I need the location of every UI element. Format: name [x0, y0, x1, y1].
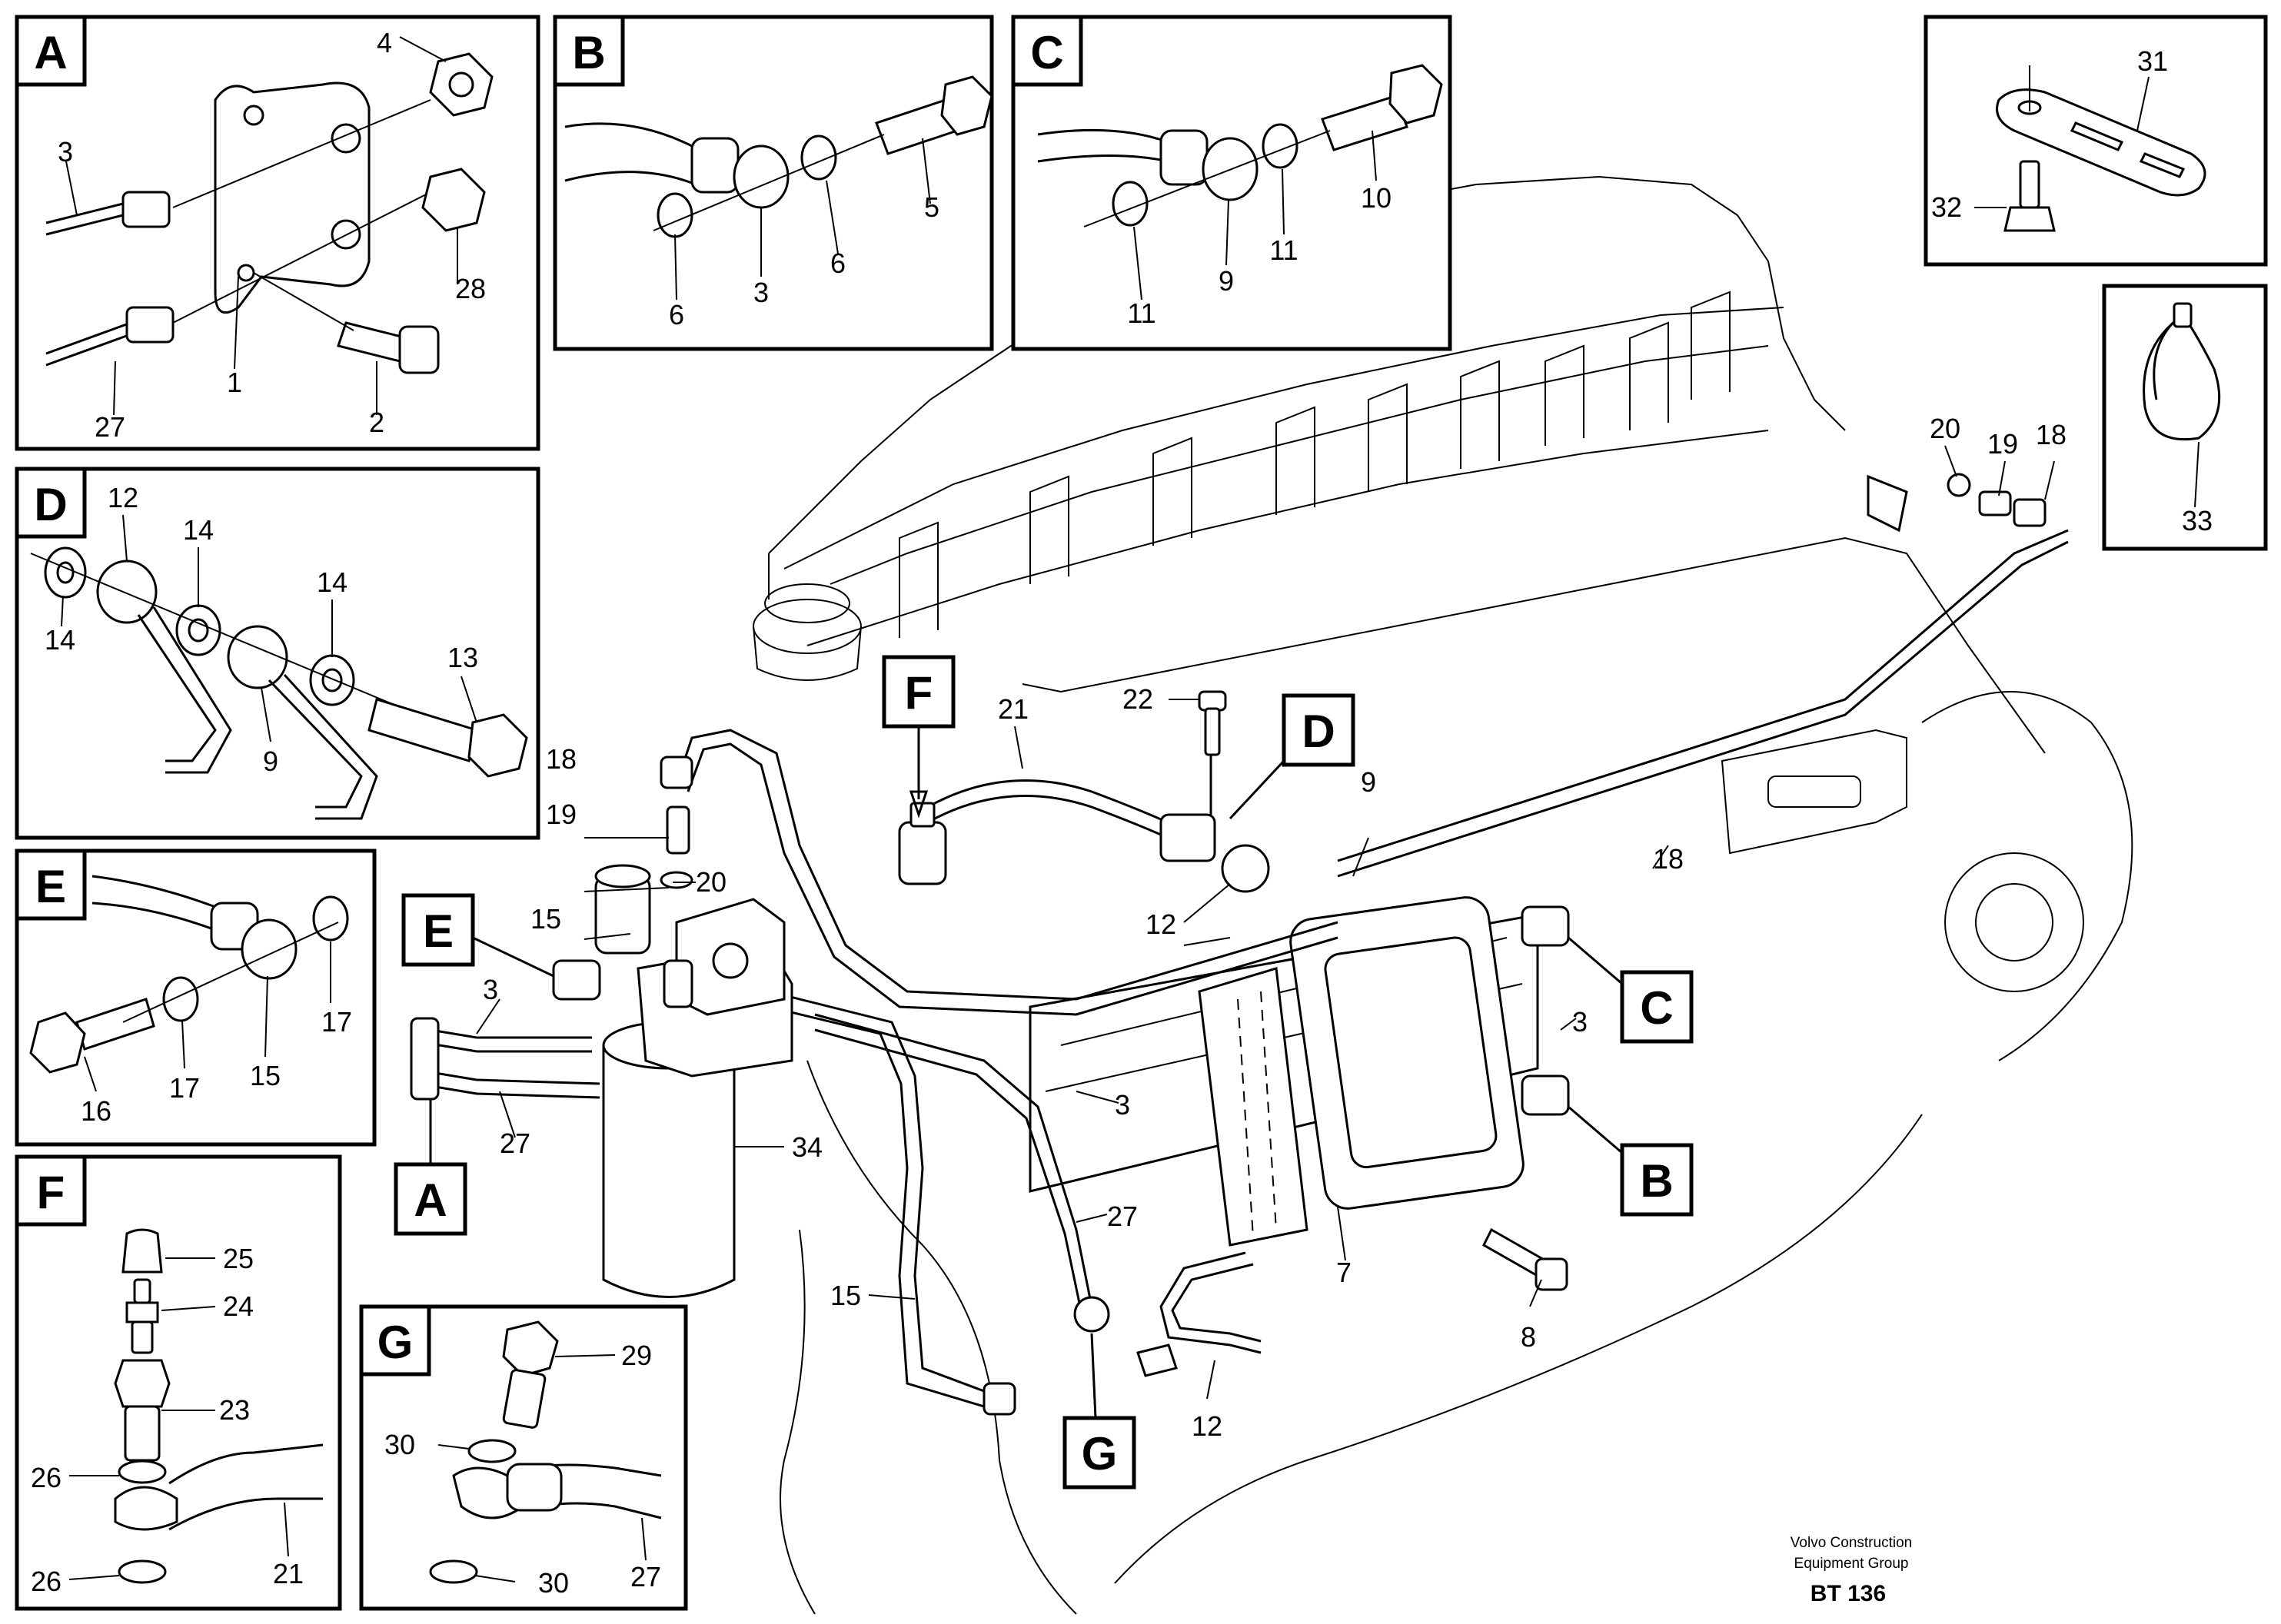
callout-f: F — [882, 655, 956, 819]
svg-text:12: 12 — [1145, 908, 1176, 940]
callout-a: A — [394, 1099, 467, 1236]
panel-d: D 12 14 14 14 13 9 — [15, 467, 540, 840]
svg-text:27: 27 — [1107, 1201, 1138, 1232]
svg-text:22: 22 — [1122, 683, 1153, 715]
svg-text:26: 26 — [31, 1462, 62, 1493]
svg-text:12: 12 — [1192, 1410, 1222, 1442]
svg-text:D: D — [34, 479, 67, 530]
panel-e: E 17 16 17 15 — [15, 849, 377, 1147]
svg-text:18: 18 — [2036, 419, 2067, 450]
svg-text:15: 15 — [830, 1280, 861, 1311]
svg-text:14: 14 — [45, 624, 75, 656]
svg-text:24: 24 — [223, 1290, 254, 1322]
footer: Volvo Construction Equipment Group BT 13… — [1791, 1535, 1912, 1606]
svg-text:6: 6 — [669, 299, 684, 330]
svg-text:3: 3 — [1572, 1006, 1588, 1038]
panel-a: A 4 3 28 1 2 27 — [15, 15, 540, 451]
callout-d: D — [1229, 693, 1355, 820]
svg-text:19: 19 — [1987, 428, 2018, 460]
svg-text:A: A — [414, 1174, 447, 1226]
svg-text:11: 11 — [1269, 234, 1298, 266]
svg-text:8: 8 — [1521, 1321, 1536, 1353]
svg-text:F: F — [37, 1167, 65, 1218]
svg-text:17: 17 — [169, 1072, 200, 1104]
svg-text:F: F — [905, 667, 933, 719]
panel-b: B 5 6 3 6 — [553, 15, 994, 351]
svg-text:C: C — [1030, 27, 1063, 78]
svg-text:30: 30 — [384, 1429, 415, 1460]
svg-text:20: 20 — [696, 866, 727, 898]
svg-text:18: 18 — [1653, 843, 1684, 875]
svg-text:7: 7 — [1336, 1257, 1352, 1288]
callout-e: E — [401, 893, 554, 978]
svg-text:11: 11 — [1127, 297, 1155, 329]
svg-text:D: D — [1302, 706, 1335, 757]
svg-text:E: E — [423, 905, 454, 957]
svg-text:21: 21 — [273, 1558, 304, 1589]
svg-text:1: 1 — [227, 367, 242, 398]
callout-c: C — [1568, 936, 1694, 1044]
svg-text:3: 3 — [58, 136, 73, 168]
svg-text:B: B — [1640, 1155, 1673, 1207]
svg-text:3: 3 — [753, 277, 769, 308]
svg-text:3: 3 — [1115, 1089, 1130, 1121]
callout-b: B — [1568, 1105, 1694, 1217]
svg-text:13: 13 — [447, 642, 478, 673]
svg-text:27: 27 — [630, 1561, 661, 1592]
svg-text:G: G — [1082, 1428, 1118, 1480]
svg-text:29: 29 — [621, 1340, 652, 1371]
svg-text:9: 9 — [263, 746, 278, 777]
svg-text:B: B — [572, 27, 605, 78]
callout-g: G — [1062, 1333, 1136, 1489]
svg-text:4: 4 — [377, 27, 392, 58]
svg-text:9: 9 — [1361, 766, 1376, 798]
svg-text:31: 31 — [2137, 45, 2168, 77]
svg-text:2: 2 — [369, 407, 384, 438]
svg-text:34: 34 — [792, 1131, 823, 1163]
svg-text:15: 15 — [250, 1060, 281, 1091]
svg-text:17: 17 — [321, 1006, 352, 1038]
svg-text:21: 21 — [998, 693, 1029, 725]
svg-text:9: 9 — [1219, 265, 1234, 297]
svg-text:A: A — [34, 27, 67, 78]
svg-text:15: 15 — [530, 903, 561, 935]
company-line2: Equipment Group — [1794, 1556, 1909, 1572]
panel-g: G 29 30 30 27 — [359, 1304, 688, 1611]
engine-illustration — [410, 175, 2133, 1615]
main-labels: 20 19 18 21 22 18 19 20 15 9 18 12 3 3 3… — [483, 413, 2067, 1442]
svg-text:26: 26 — [31, 1566, 62, 1597]
svg-text:3: 3 — [483, 974, 498, 1005]
svg-text:27: 27 — [95, 411, 125, 443]
svg-text:G: G — [377, 1317, 414, 1368]
svg-text:16: 16 — [81, 1095, 111, 1127]
svg-text:6: 6 — [830, 247, 846, 279]
svg-text:5: 5 — [924, 191, 939, 223]
panel-c: C 10 11 9 11 — [1011, 15, 1452, 351]
panel-cable-tie: 33 — [2102, 284, 2268, 551]
svg-text:28: 28 — [455, 273, 486, 304]
svg-text:E: E — [35, 861, 66, 912]
svg-text:18: 18 — [546, 743, 577, 775]
svg-text:12: 12 — [108, 482, 138, 513]
svg-text:23: 23 — [219, 1394, 250, 1426]
leader-lines — [476, 445, 2055, 1400]
svg-text:32: 32 — [1931, 191, 1962, 223]
panel-f: F 25 24 23 26 26 21 — [15, 1154, 342, 1611]
svg-text:14: 14 — [317, 566, 347, 598]
svg-text:20: 20 — [1930, 413, 1960, 444]
svg-text:25: 25 — [223, 1243, 254, 1274]
svg-text:33: 33 — [2182, 505, 2213, 536]
svg-text:10: 10 — [1361, 182, 1392, 214]
company-line1: Volvo Construction — [1791, 1535, 1912, 1551]
drawing-code: BT 136 — [1811, 1581, 1886, 1606]
svg-text:30: 30 — [538, 1567, 569, 1599]
svg-text:C: C — [1640, 982, 1673, 1034]
svg-text:19: 19 — [546, 799, 577, 830]
panel-clamp: 31 32 — [1924, 15, 2268, 267]
svg-text:27: 27 — [500, 1128, 530, 1159]
svg-text:14: 14 — [183, 514, 214, 546]
